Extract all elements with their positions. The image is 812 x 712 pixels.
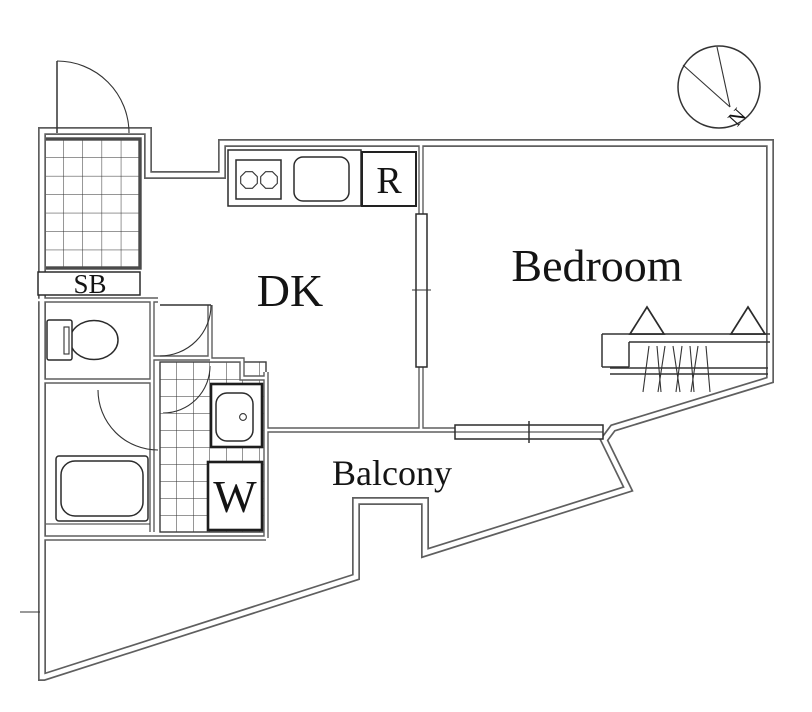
refrigerator-box [361,151,417,207]
bedroom-room-label: Bedroom [511,240,682,291]
refrigerator-label: R [376,160,402,202]
balcony-room-label: Balcony [332,453,452,493]
toilet-icon [46,319,119,361]
hall-door-arc [159,304,212,357]
stove-icon [235,159,282,200]
bay-window-structure [601,305,770,393]
window-triangle-icon [729,305,767,335]
kitchen-sink-icon [293,156,350,202]
washing-machine-label: W [213,471,257,522]
stove-burner-icon [240,171,258,189]
sliding-door [412,213,431,368]
bathroom-door-arc [97,389,159,451]
balcony-window [454,421,604,443]
shoe-box-label: SB [73,269,106,299]
window-triangle-icon [628,305,666,335]
kitchen-counter [227,149,362,207]
walls [38,127,774,681]
washbasin-icon [209,382,264,449]
shoe-box [37,271,141,296]
bathtub-icon [55,455,149,522]
entry-tile-grid [42,137,142,270]
washroom-door-arc [162,365,211,414]
entrance-door [56,60,130,134]
entrance-door-arc [56,60,130,134]
dk-room-label: DK [257,265,323,316]
hatch-lines [642,345,711,393]
washing-machine-box [206,460,264,532]
stove-burner-icon [260,171,278,189]
hall-door [159,304,212,357]
